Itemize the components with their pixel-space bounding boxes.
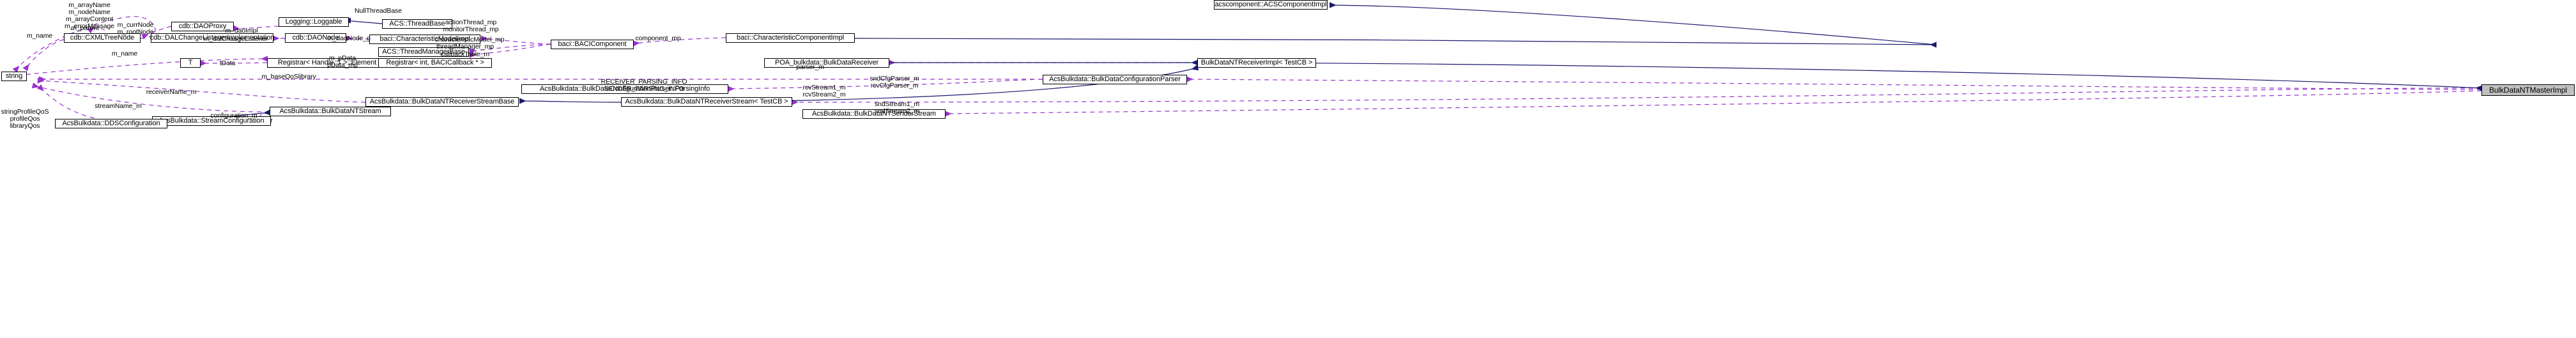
edge-label-l-callbacktable: callbackTable_m bbox=[440, 50, 490, 58]
edge-label-l-currnode: m_currNode m_rootNode bbox=[117, 21, 154, 36]
edge-label-l-tdata: tData bbox=[219, 59, 236, 67]
class-node-bdntreceiverimpl[interactable]: BulkDataNTReceiverImpl< TestCB > bbox=[1197, 58, 1316, 68]
class-node-daonode[interactable]: cdb::DAONode bbox=[285, 33, 346, 43]
edge-label-l-threadmanager: threadManager_mp bbox=[436, 43, 494, 50]
class-node-string[interactable]: string bbox=[1, 72, 27, 81]
edge-label-l-pdata: m_pData pData_mp bbox=[327, 54, 358, 69]
edge-label-l-nullthreadbase: NullThreadBase bbox=[355, 7, 402, 15]
edge-label-l-name-1: m_name bbox=[26, 32, 53, 40]
class-node-bulkdataconfigparser[interactable]: AcsBulkdata::BulkDataConfigurationParser bbox=[1043, 75, 1187, 84]
edge-label-l-configuration: configuration_m bbox=[210, 112, 257, 119]
class-node-acs_threadmanagerbase[interactable]: ACS::ThreadManagerBase bbox=[378, 47, 469, 57]
edge-label-l-dalchangelistener: m_dalChangeListener bbox=[203, 35, 268, 43]
edge-label-l-sndstream: sndStream1_m sndStream2_m bbox=[875, 100, 919, 115]
class-node-t[interactable]: T bbox=[180, 58, 201, 68]
edge-label-l-rcvstream: rcvStream1_m rcvStream2_m bbox=[802, 84, 846, 98]
class-node-acscomponentimpl[interactable]: acscomponent::ACSComponentImpl bbox=[1214, 0, 1328, 10]
edge-label-l-receivername: receiverName_m bbox=[146, 88, 197, 96]
class-node-baci_charcompimpl[interactable]: baci::CharacteristicComponentImpl bbox=[726, 33, 855, 43]
edge-label-l-actionthread: actionThread_mp monitorThread_mp bbox=[443, 19, 499, 33]
edge-label-l-name-2: m_name bbox=[111, 50, 138, 58]
edge-label-l-component: component_mp bbox=[635, 35, 681, 42]
edge-label-l-parser: parser_m bbox=[796, 63, 824, 71]
class-node-baci_charmodelimpl[interactable]: baci::CharacteristicModelImpl bbox=[369, 35, 480, 44]
class-node-bdntmasterimpl[interactable]: BulkDataNTMasterImpl bbox=[2481, 84, 2575, 96]
class-node-dalchangelistenerimpl[interactable]: cdb::DALChangeListenerImplementation bbox=[150, 33, 275, 43]
class-node-acs_threadbase[interactable]: ACS::ThreadBase bbox=[382, 19, 452, 29]
class-node-cxmltreenode[interactable]: cdb::CXMLTreeNode bbox=[64, 33, 141, 43]
edge-label-l-daoimpl: m_daoImpl bbox=[225, 27, 258, 35]
edge-label-l-arrayname: m_arrayName m_nodeName m_arrayContent m_… bbox=[65, 1, 114, 30]
class-node-daoproxy[interactable]: cdb::DAOProxy bbox=[171, 22, 234, 31]
edge-label-l-qos: stringProfileQoS profileQos libraryQos bbox=[1, 108, 49, 130]
class-node-bdntreceiverstreambase[interactable]: AcsBulkdata::BulkDataNTReceiverStreamBas… bbox=[365, 97, 519, 107]
class-node-bdntreceiverstream[interactable]: AcsBulkdata::BulkDataNTReceiverStream< T… bbox=[621, 97, 792, 107]
class-node-configparser_parsinginfo[interactable]: AcsBulkdata::BulkDataConfigurationParser… bbox=[521, 84, 728, 94]
edge-label-l-basegobslibrary: m_baseQoSlibrary bbox=[261, 73, 316, 81]
class-node-registrar_handle[interactable]: Registrar< Handle, T >::Element bbox=[267, 58, 387, 68]
edge-label-l-daonode-g: m_daoNode_g bbox=[327, 35, 371, 42]
class-node-baci_bacicomponent[interactable]: baci::BACIComponent bbox=[551, 40, 634, 49]
edge-label-l-streamname: streamName_m bbox=[95, 102, 142, 110]
edge-label-l-sender-parsing: RECEIVER_PARSING_INFO SENDER_PARSING_INF… bbox=[601, 78, 687, 93]
class-node-bdntstream[interactable]: AcsBulkdata::BulkDataNTStream bbox=[270, 107, 391, 116]
class-node-ddsconfiguration[interactable]: AcsBulkdata::DDSConfiguration bbox=[55, 119, 167, 128]
class-node-registrar_int[interactable]: Registrar< int, BACICallback * > bbox=[378, 58, 492, 68]
class-node-bdntsenderstream[interactable]: AcsBulkdata::BulkDataNTSenderStream bbox=[802, 109, 946, 119]
edge-label-l-sndcfgparser: sndCfgParser_m rcvCfgParser_m bbox=[870, 75, 919, 89]
class-node-poa_bulkdata[interactable]: POA_bulkdata::BulkDataReceiver bbox=[764, 58, 889, 68]
class-node-logging_loggable[interactable]: Logging::Loggable bbox=[279, 17, 349, 27]
edge-label-l-charmodel: characteristicModel_mp bbox=[434, 36, 505, 43]
edge-label-l-parent: m_parent bbox=[71, 24, 99, 32]
